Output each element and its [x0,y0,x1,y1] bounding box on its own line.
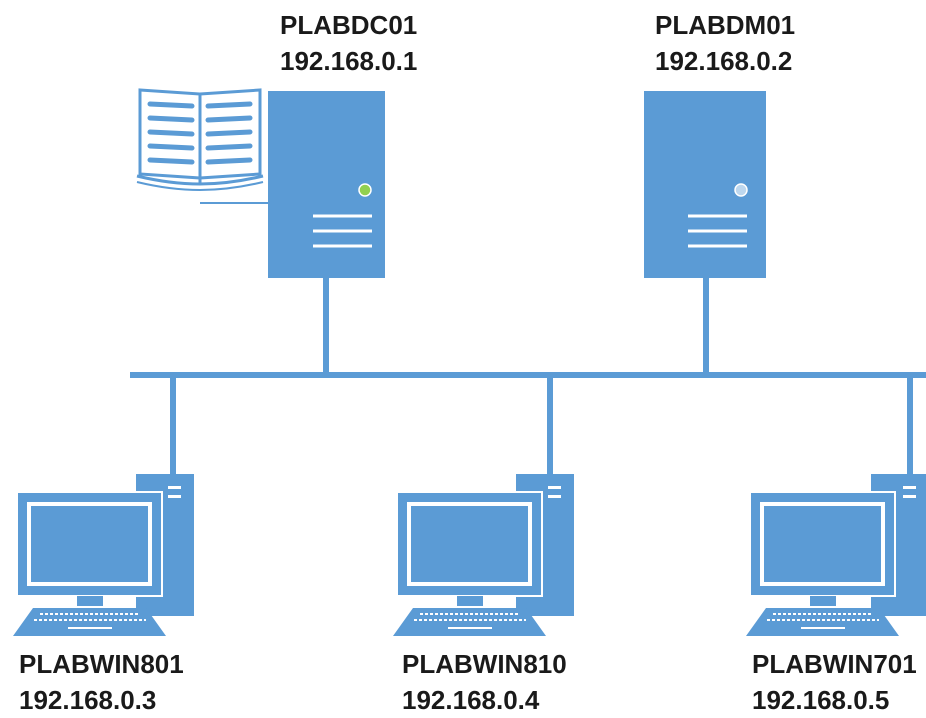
workstation-win701-icon[interactable] [746,474,926,636]
status-led [358,183,372,197]
ip-address: 192.168.0.3 [19,685,157,715]
server-dm01-icon[interactable] [644,91,766,278]
ip-address: 192.168.0.4 [402,685,540,715]
ip-address: 192.168.0.5 [752,685,890,715]
hostname: PLABWIN701 [752,649,917,679]
hostname: PLABDM01 [655,10,796,40]
ip-address: 192.168.0.2 [655,46,793,76]
node-label-win810: PLABWIN810 192.168.0.4 [402,646,567,718]
node-label-win801: PLABWIN801 192.168.0.3 [19,646,184,718]
hostname: PLABDC01 [280,10,418,40]
node-label-dc01: PLABDC01 192.168.0.1 [280,7,417,79]
network-links [130,277,926,476]
server-dc01-icon[interactable] [268,91,385,278]
hostname: PLABWIN810 [402,649,567,679]
open-book-icon [136,88,268,204]
node-label-dm01: PLABDM01 192.168.0.2 [655,7,795,79]
workstation-win810-icon[interactable] [393,474,574,636]
workstation-win801-icon[interactable] [13,474,194,636]
node-label-win701: PLABWIN701 192.168.0.5 [752,646,917,718]
ip-address: 192.168.0.1 [280,46,418,76]
status-led [734,183,748,197]
hostname: PLABWIN801 [19,649,184,679]
